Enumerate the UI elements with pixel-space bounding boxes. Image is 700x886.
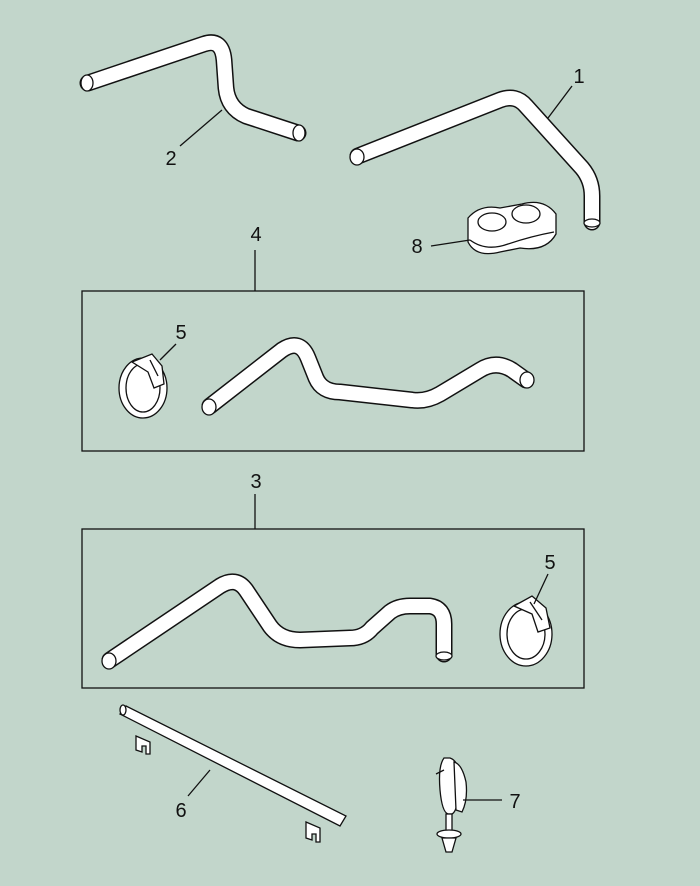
hose-end	[435, 651, 453, 661]
clip-part-7	[435, 757, 468, 853]
callout-3: 3	[250, 471, 261, 493]
hose-part-1	[349, 89, 601, 231]
twin-hose-clip-part-8	[467, 201, 557, 255]
group-box-3	[81, 528, 585, 689]
hose-part-2	[79, 34, 307, 142]
hose-end	[292, 124, 306, 142]
hose-end	[201, 398, 217, 416]
callout-8: 8	[411, 236, 422, 258]
hose-in-group-3	[101, 573, 453, 670]
leader-lines	[159, 85, 573, 801]
hose-end	[101, 652, 117, 670]
pipe-bracket	[305, 821, 321, 843]
callouts: 1 2 4 8 5 3 5 6 7	[165, 66, 584, 822]
pipe-part-6	[119, 704, 347, 843]
hose-end	[349, 148, 365, 166]
callout-4: 4	[250, 224, 261, 246]
callout-6: 6	[175, 800, 186, 822]
hose-in-group-4	[201, 337, 535, 416]
callout-5-bottom: 5	[544, 552, 555, 574]
hose-clamp-part-5	[118, 353, 168, 419]
hose-end	[519, 371, 535, 389]
group-box-4	[81, 290, 585, 452]
hose-end	[80, 74, 94, 92]
hose-clamp-part-5	[499, 595, 553, 667]
pipe-bracket	[135, 735, 151, 755]
callout-7: 7	[509, 791, 520, 813]
callout-2: 2	[165, 148, 176, 170]
hose-end	[583, 218, 601, 228]
callout-5-top: 5	[175, 322, 186, 344]
callout-1: 1	[573, 66, 584, 88]
